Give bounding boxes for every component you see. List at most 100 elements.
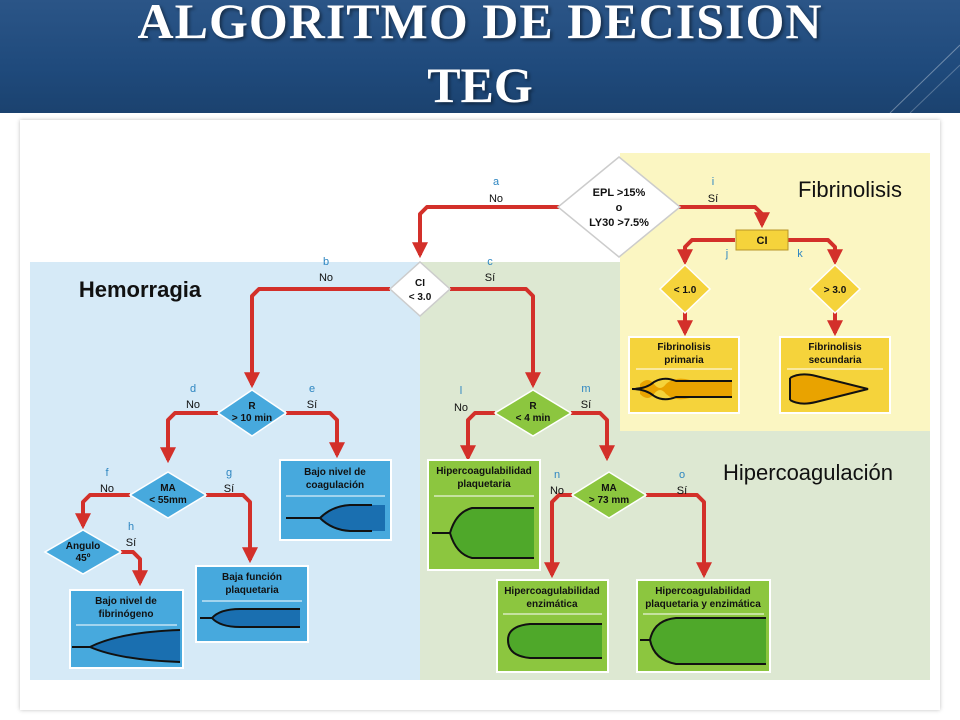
result-hipercoagulabilidad-enzimatica: Hipercoagulabilidad enzimática: [496, 579, 609, 673]
edge-label-b: No: [319, 272, 333, 284]
slide-header: ALGORITMO DE DECISION TEG: [0, 0, 960, 113]
result-fibrinolisis-primaria: Fibrinolisis primaria: [628, 336, 740, 414]
trace-fib-primaria: [640, 378, 732, 400]
edge-letter-e: e: [309, 383, 315, 395]
teg-flowchart: Fibrinolisis Hemorragia Hipercoagulación…: [30, 153, 930, 680]
node-ma-73: MA > 73 mm: [570, 471, 648, 519]
node-r-4-line2: < 4 min: [516, 413, 551, 424]
node-ma-55-line1: MA: [160, 483, 176, 494]
edge-letter-n: n: [554, 469, 560, 481]
edge-label-h: Sí: [126, 537, 136, 549]
arrow-k: [788, 238, 843, 266]
edge-label-l: No: [454, 402, 468, 414]
result-fib-secundaria-line1: Fibrinolisis: [808, 342, 862, 353]
arrow-j: [677, 238, 735, 266]
node-ci-ge-3-label: > 3.0: [824, 285, 847, 296]
trace-hiper-plaq: [450, 508, 534, 558]
region-title-hypercoagulation: Hipercoagulación: [723, 460, 893, 485]
node-ci-top-line2: < 3.0: [409, 292, 432, 303]
result-bajo-coag-line1: Bajo nivel de: [304, 467, 366, 478]
node-r-10-line1: R: [248, 401, 256, 412]
arrow-e: [286, 411, 345, 459]
node-r-10-line2: > 10 min: [232, 413, 272, 424]
result-fib-primaria-line1: Fibrinolisis: [657, 342, 711, 353]
edge-letter-b: b: [323, 256, 329, 268]
region-title-hemorrhage: Hemorragia: [79, 277, 202, 302]
edge-letter-m: m: [581, 383, 590, 395]
result-hiper-plaq-enz-line2: plaquetaria y enzimática: [645, 599, 761, 610]
node-ma-73-line2: > 73 mm: [589, 495, 629, 506]
node-ma-73-line1: MA: [601, 483, 617, 494]
result-fib-secundaria-line2: secundaria: [809, 355, 862, 366]
node-angulo: Angulo 45º: [43, 529, 123, 575]
node-epl-line1: EPL >15%: [593, 187, 646, 199]
result-hiper-plaq-enz-line1: Hipercoagulabilidad: [655, 586, 751, 597]
node-ci-fibrinolysis: CI: [735, 229, 789, 251]
slide-title-line2: TEG: [427, 57, 533, 113]
result-hiper-plaq-line2: plaquetaria: [457, 479, 511, 490]
node-ma-55: MA < 55mm: [128, 471, 208, 519]
result-baja-funcion-plaquetaria: Baja función plaquetaria: [195, 565, 309, 643]
node-r-4-line1: R: [529, 401, 537, 412]
arrow-h: [121, 550, 148, 587]
node-r-10: R > 10 min: [216, 389, 288, 437]
arrow-m: [571, 411, 615, 462]
result-baja-plaq-line2: plaquetaria: [225, 585, 279, 596]
result-baja-plaq-line1: Baja función: [222, 572, 282, 583]
result-bajo-nivel-coagulacion: Bajo nivel de coagulación: [279, 459, 392, 541]
node-epl-line3: LY30 >7.5%: [589, 217, 649, 229]
edge-label-m: Sí: [581, 399, 591, 411]
edge-letter-o: o: [679, 469, 685, 481]
arrow-c: [450, 287, 541, 389]
region-title-fibrinolysis: Fibrinolisis: [798, 177, 902, 202]
edge-label-o: Sí: [677, 485, 687, 497]
node-angulo-line2: 45º: [76, 553, 91, 564]
result-bajo-nivel-fibrinogeno: Bajo nivel de fibrinógeno: [69, 589, 184, 669]
node-epl-line2: o: [616, 202, 623, 214]
node-r-4: R < 4 min: [493, 389, 573, 437]
arrow-o: [646, 493, 712, 579]
node-angulo-line1: Angulo: [66, 541, 100, 552]
node-ci-le-1: < 1.0: [658, 263, 712, 315]
slide-title-line1: ALGORITMO DE DECISION: [137, 0, 823, 49]
edge-letter-d: d: [190, 383, 196, 395]
result-bajo-fibrin-line2: fibrinógeno: [99, 609, 154, 620]
header-decoration: [889, 44, 960, 113]
edge-label-d: No: [186, 399, 200, 411]
result-bajo-fibrin-line1: Bajo nivel de: [95, 596, 157, 607]
edge-letter-j: j: [725, 248, 728, 260]
arrow-d: [160, 411, 218, 464]
edge-label-e: Sí: [307, 399, 317, 411]
edge-letter-f: f: [105, 467, 109, 479]
trace-hiper-plaq-enz: [650, 618, 766, 664]
edge-letter-l: l: [460, 385, 462, 397]
result-bajo-coag-line2: coagulación: [306, 480, 364, 491]
node-ci-le-1-label: < 1.0: [674, 285, 697, 296]
node-ci-fib-label: CI: [757, 235, 768, 247]
arrow-i: [678, 205, 770, 229]
arrow-a: [412, 205, 560, 259]
edge-letter-i: i: [712, 176, 714, 188]
result-hipercoagulabilidad-plaquetaria: Hipercoagulabilidad plaquetaria: [427, 459, 541, 571]
edge-label-n: No: [550, 485, 564, 497]
edge-letter-c: c: [487, 256, 493, 268]
edge-letter-a: a: [493, 176, 500, 188]
edge-label-c: Sí: [485, 272, 495, 284]
arrow-g: [206, 493, 258, 564]
trace-bajo-coag: [320, 505, 385, 531]
edge-label-g: Sí: [224, 483, 234, 495]
trace-fib-secundaria: [790, 374, 868, 404]
edge-letter-k: k: [797, 248, 803, 260]
node-ci-top-line1: CI: [415, 278, 425, 289]
node-ma-55-line2: < 55mm: [149, 495, 187, 506]
result-fib-primaria-line2: primaria: [664, 355, 704, 366]
result-hiper-enz-line2: enzimática: [526, 599, 578, 610]
edge-letter-h: h: [128, 521, 134, 533]
edge-letter-g: g: [226, 467, 232, 479]
result-fibrinolisis-secundaria: Fibrinolisis secundaria: [779, 336, 891, 414]
flow-arrows: [75, 205, 843, 587]
trace-hiper-enz: [508, 624, 602, 658]
edge-label-f: No: [100, 483, 114, 495]
arrow-l: [460, 411, 495, 462]
diagram-card: Fibrinolisis Hemorragia Hipercoagulación…: [20, 120, 940, 710]
